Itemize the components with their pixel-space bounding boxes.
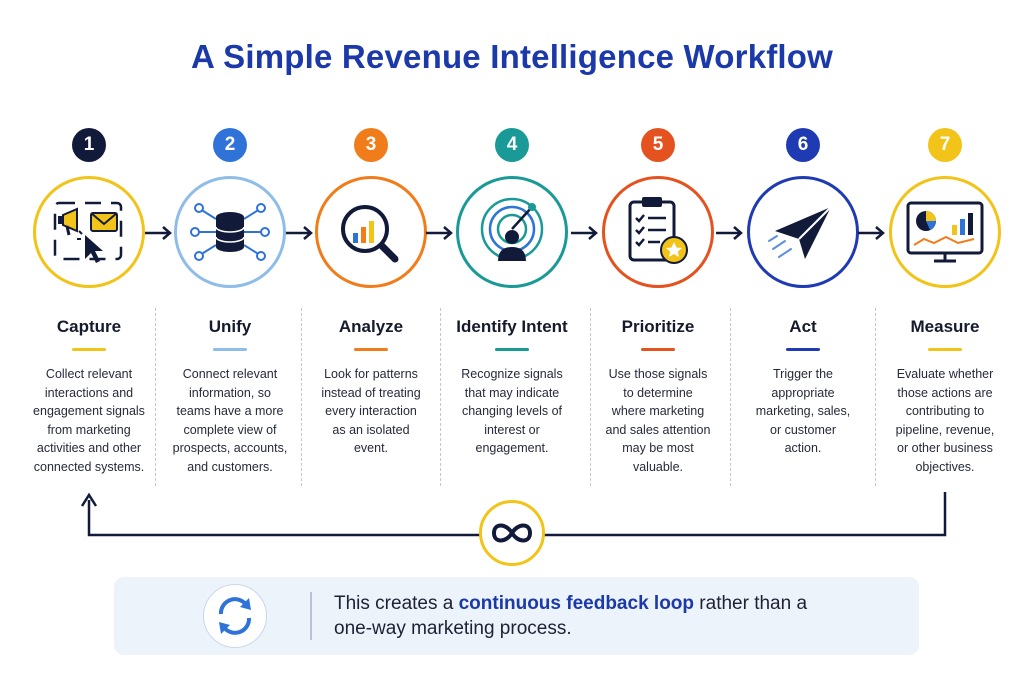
step-number: 5 <box>641 128 675 162</box>
step-icon-ring <box>602 176 714 288</box>
step-icon-ring <box>174 176 286 288</box>
checklist-star-icon <box>628 197 688 264</box>
step-number: 3 <box>354 128 388 162</box>
step-underline <box>641 348 675 351</box>
step-underline <box>495 348 529 351</box>
step-icon-ring <box>889 176 1001 288</box>
step-number: 4 <box>495 128 529 162</box>
callout-text: This creates a continuous feedback loop … <box>334 593 808 639</box>
step-number: 6 <box>786 128 820 162</box>
step-icon-ring <box>456 176 568 288</box>
step-title: Prioritize <box>621 317 695 336</box>
column-divider <box>875 308 876 486</box>
infinity-icon <box>479 500 545 566</box>
step-description: Connect relevant information, so teams h… <box>172 367 288 474</box>
radar-person-icon <box>480 197 544 261</box>
step-number: 1 <box>72 128 106 162</box>
column-divider <box>440 308 441 486</box>
step-title: Unify <box>208 317 252 336</box>
arrow-right-icon <box>716 226 743 240</box>
step-capture: 1 Capture Collect relevant interactions … <box>19 0 159 500</box>
step-title: Act <box>789 317 817 336</box>
step-description: Recognize signals that may indicate chan… <box>461 367 563 456</box>
column-divider <box>301 308 302 486</box>
database-network-icon <box>190 203 270 261</box>
arrow-right-icon <box>571 226 598 240</box>
arrow-right-icon <box>286 226 313 240</box>
step-identify-intent: 4 Identify Intent Recognize signals that… <box>442 0 582 500</box>
page-title: A Simple Revenue Intelligence Workflow <box>190 38 834 75</box>
column-divider <box>590 308 591 486</box>
feedback-loop-callout: This creates a continuous feedback loop … <box>114 577 919 655</box>
step-underline <box>354 348 388 351</box>
step-prioritize: 5 Prioritize Use those signals to determ… <box>588 0 728 500</box>
column-divider <box>155 308 156 486</box>
step-unify: 2 Unify Connect relevant information, so… <box>160 0 300 500</box>
step-description: Use those signals to determine where mar… <box>605 367 711 474</box>
step-icon-ring <box>315 176 427 288</box>
step-underline <box>213 348 247 351</box>
callout-divider <box>310 592 312 640</box>
step-description: Trigger the appropriate marketing, sales… <box>755 367 851 456</box>
step-description: Collect relevant interactions and engage… <box>33 367 145 474</box>
step-title: Measure <box>910 317 980 336</box>
step-underline <box>786 348 820 351</box>
magnifier-bar-chart-icon <box>341 205 399 263</box>
dashboard-monitor-icon <box>906 201 984 263</box>
step-icon-ring <box>747 176 859 288</box>
step-title: Capture <box>56 317 122 336</box>
step-number: 7 <box>928 128 962 162</box>
column-divider <box>730 308 731 486</box>
step-analyze: 3 Analyze Look for patterns instead of t… <box>301 0 441 500</box>
arrow-right-icon <box>426 226 453 240</box>
step-number: 2 <box>213 128 247 162</box>
step-description: Look for patterns instead of treating ev… <box>321 367 421 456</box>
step-act: 6 Act Trigger the appropriate marketing,… <box>733 0 873 500</box>
step-title: Identify Intent <box>456 317 568 336</box>
step-title: Analyze <box>338 317 404 336</box>
step-icon-ring <box>33 176 145 288</box>
megaphone-email-cursor-icon <box>53 201 123 263</box>
step-description: Evaluate whether those actions are contr… <box>895 367 995 474</box>
step-underline <box>928 348 962 351</box>
step-measure: 7 Measure Evaluate whether those actions… <box>875 0 1015 500</box>
refresh-cycle-icon <box>203 584 267 648</box>
callout-highlight: continuous feedback loop <box>458 593 695 614</box>
arrow-right-icon <box>145 226 172 240</box>
step-underline <box>72 348 106 351</box>
paper-plane-icon <box>768 206 832 259</box>
arrow-right-icon <box>858 226 885 240</box>
